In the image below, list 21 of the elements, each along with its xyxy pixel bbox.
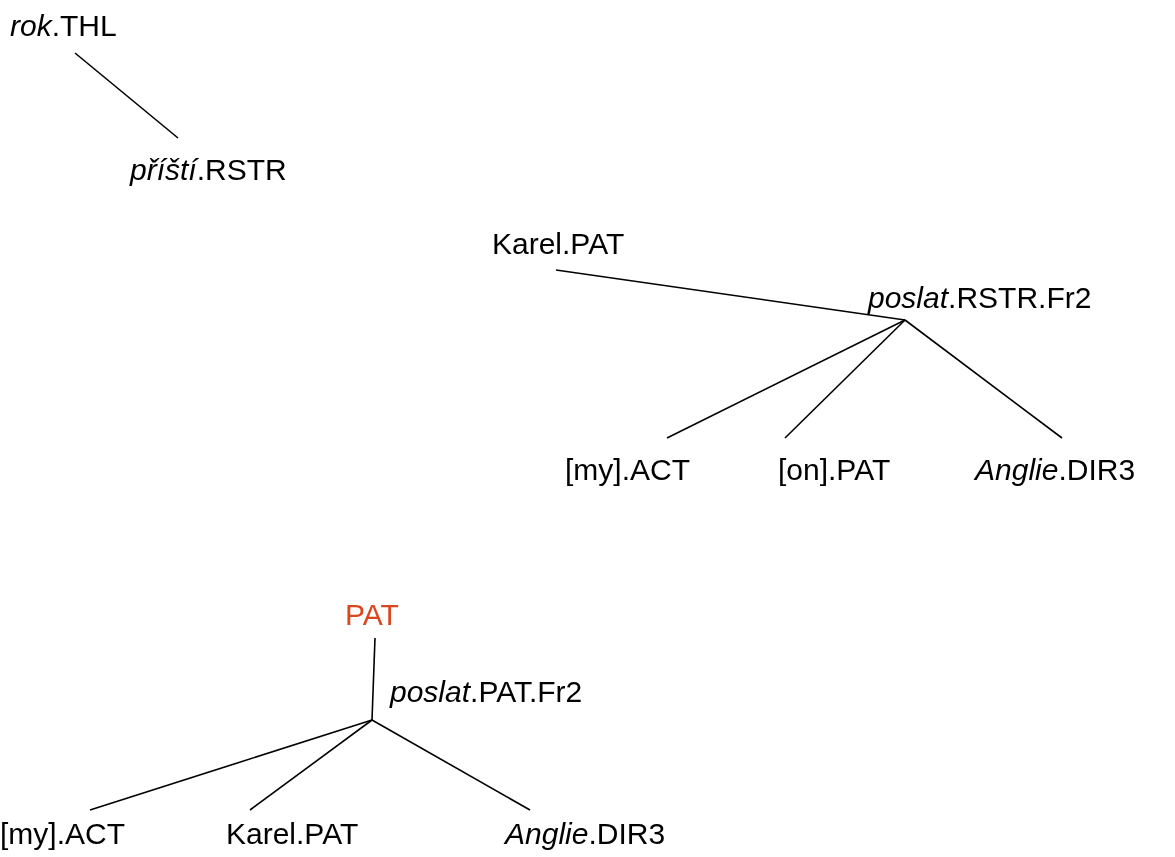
tree-edge-line [555, 269, 906, 321]
tree-node-label: PAT [345, 597, 399, 633]
tree-edge-line [74, 52, 179, 139]
tree-node-label: poslat.RSTR.Fr2 [868, 280, 1092, 316]
tree-node-label: [on].PAT [778, 452, 891, 488]
tree-node-label: Anglie.DIR3 [505, 816, 666, 852]
tree-node-label: poslat.PAT.Fr2 [390, 674, 583, 710]
tree-edge-line [371, 637, 376, 721]
tree-edge-line [89, 719, 373, 811]
tree-node-label: [my].ACT [565, 452, 690, 488]
tree-node-label: [my].ACT [0, 816, 125, 852]
tree-edge-line [249, 719, 373, 811]
tree-edge-line [904, 319, 1063, 439]
tree-node-label: příští.RSTR [130, 152, 287, 188]
tree-edge-line [666, 319, 906, 439]
tree-node-label: Karel.PAT [492, 226, 625, 262]
tree-node-label: Karel.PAT [226, 816, 359, 852]
tree-edge-line [371, 719, 531, 811]
tree-node-label: Anglie.DIR3 [975, 452, 1136, 488]
tree-edge-line [784, 319, 906, 439]
tree-node-label: rok.THL [10, 8, 117, 44]
